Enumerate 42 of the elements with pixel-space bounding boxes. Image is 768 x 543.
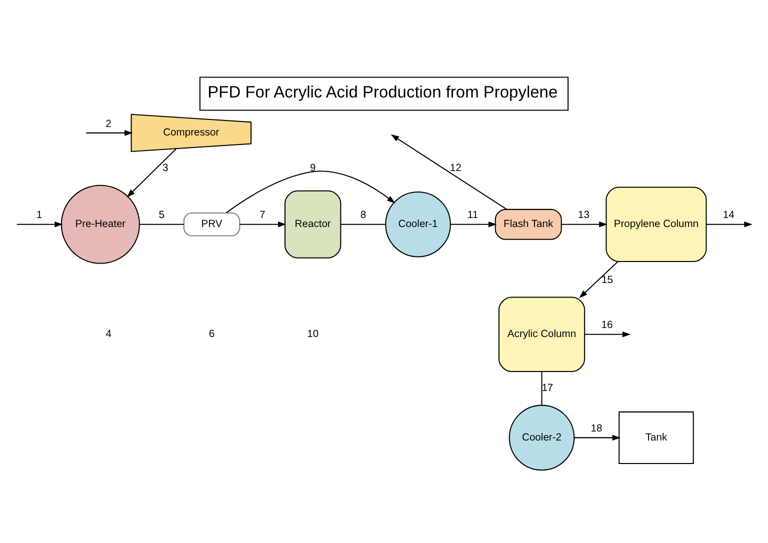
edge-label: 16 xyxy=(601,320,613,332)
connector xyxy=(139,224,184,225)
edge-label: 7 xyxy=(259,210,266,222)
node-circle: Pre-Heater xyxy=(60,184,140,264)
arrow xyxy=(16,221,63,228)
node-box: Compressor xyxy=(130,114,252,152)
arrow xyxy=(574,434,621,441)
arrow xyxy=(390,134,507,210)
arrow xyxy=(226,170,396,214)
node-box: PRV xyxy=(183,212,240,236)
arrow xyxy=(86,130,133,136)
edge-label: 1 xyxy=(36,210,42,222)
node-circle: Cooler-2 xyxy=(508,404,575,471)
arrow xyxy=(706,221,752,228)
arrow xyxy=(579,261,618,298)
edge-label: 8 xyxy=(360,210,366,222)
arrow xyxy=(562,221,608,228)
edge-label: 11 xyxy=(467,210,478,222)
arrow xyxy=(126,148,177,198)
arrow xyxy=(240,221,286,228)
connector xyxy=(541,372,542,406)
node-box: Propylene Column xyxy=(606,186,707,262)
edge-label: 3 xyxy=(162,163,168,174)
node-box: Reactor xyxy=(284,190,342,258)
label: 6 xyxy=(208,328,215,340)
label: 4 xyxy=(106,328,112,340)
edge-label: 18 xyxy=(590,424,602,435)
edge-label: 13 xyxy=(578,210,590,222)
arrow xyxy=(584,331,631,338)
arrow xyxy=(450,221,497,228)
node-box: Tank xyxy=(618,411,694,464)
node-box: Flash Tank xyxy=(494,208,562,240)
edge-label: 17 xyxy=(542,383,554,394)
node-box: Acrylic Column xyxy=(498,296,586,372)
connector xyxy=(340,224,386,225)
edge-label: 15 xyxy=(602,274,613,286)
edge-label: 5 xyxy=(158,210,164,222)
diagram-title: PFD For Acrylic Acid Production from Propylene xyxy=(208,84,558,102)
edge-label: 14 xyxy=(722,210,734,222)
edge-label: 2 xyxy=(106,118,112,130)
label: 10 xyxy=(307,328,319,340)
edge-label: 12 xyxy=(450,163,462,174)
